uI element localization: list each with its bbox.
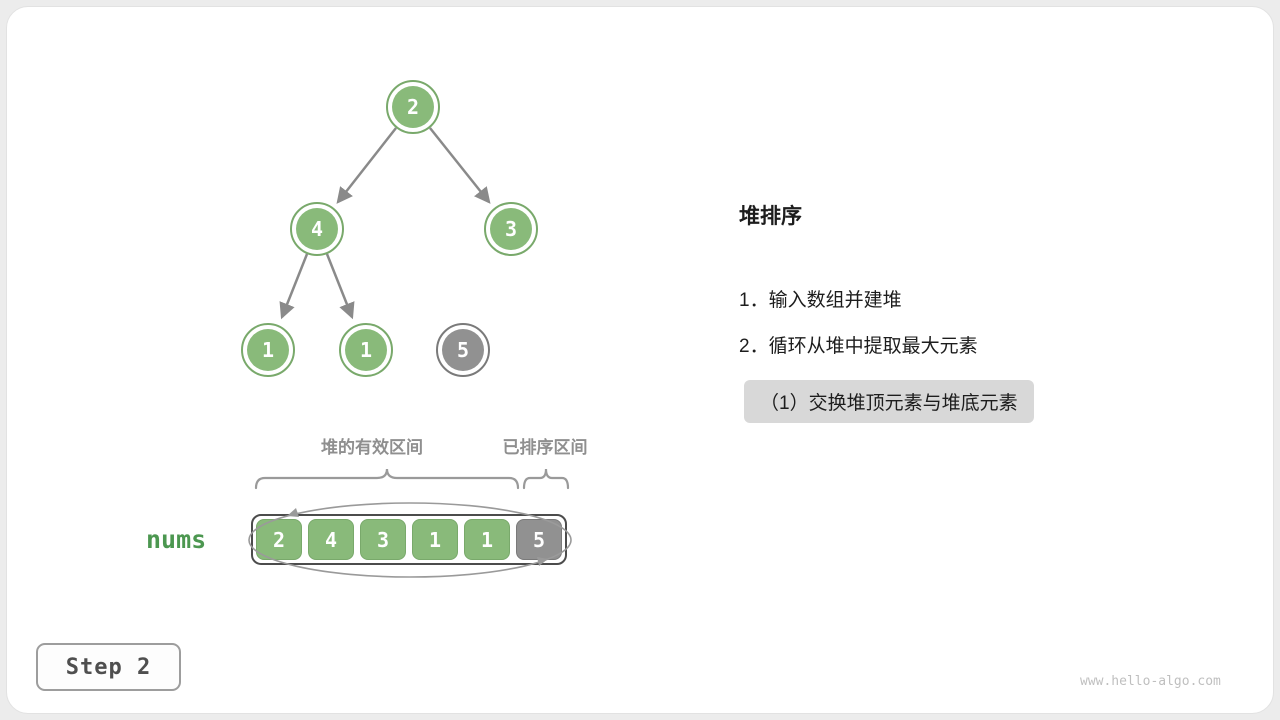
tree-node-value: 4 [296, 208, 338, 250]
panel-step-1: 1．输入数组并建堆 [739, 290, 902, 311]
array-cell: 2 [256, 519, 302, 560]
edge-root-left [336, 127, 397, 204]
array-cell-sorted: 5 [516, 519, 562, 560]
edge-left-child1 [279, 253, 309, 320]
sorted-region-brace [522, 468, 570, 490]
tree-node-value: 5 [442, 329, 484, 371]
tree-node-leaf-2: 1 [339, 323, 393, 377]
array-cell: 1 [464, 519, 510, 560]
diagram-card [6, 6, 1274, 714]
tree-node-right: 3 [484, 202, 538, 256]
tree-node-value: 3 [490, 208, 532, 250]
nums-array-label: nums [146, 525, 207, 554]
sorted-region-label: 已排序区间 [502, 438, 588, 457]
tree-node-leaf-1: 1 [241, 323, 295, 377]
watermark: www.hello-algo.com [1080, 674, 1221, 689]
edge-root-right [429, 127, 491, 204]
region-braces [254, 468, 570, 490]
edge-left-child2 [325, 253, 355, 320]
panel-substep-highlight: （1）交换堆顶元素与堆底元素 [744, 380, 1034, 423]
panel-step-2: 2．循环从堆中提取最大元素 [739, 336, 978, 357]
tree-node-value: 1 [345, 329, 387, 371]
array-cell: 4 [308, 519, 354, 560]
tree-node-root: 2 [386, 80, 440, 134]
tree-node-left: 4 [290, 202, 344, 256]
tree-node-value: 1 [247, 329, 289, 371]
step-badge: Step 2 [36, 643, 181, 691]
array-cell: 3 [360, 519, 406, 560]
panel-title: 堆排序 [739, 205, 802, 228]
heap-region-brace [254, 468, 520, 490]
tree-node-value: 2 [392, 86, 434, 128]
nums-array: 2 4 3 1 1 5 [251, 514, 567, 565]
heap-region-label: 堆的有效区间 [321, 438, 423, 457]
array-cell: 1 [412, 519, 458, 560]
step-badge-label: Step 2 [65, 654, 152, 680]
tree-node-sorted: 5 [436, 323, 490, 377]
